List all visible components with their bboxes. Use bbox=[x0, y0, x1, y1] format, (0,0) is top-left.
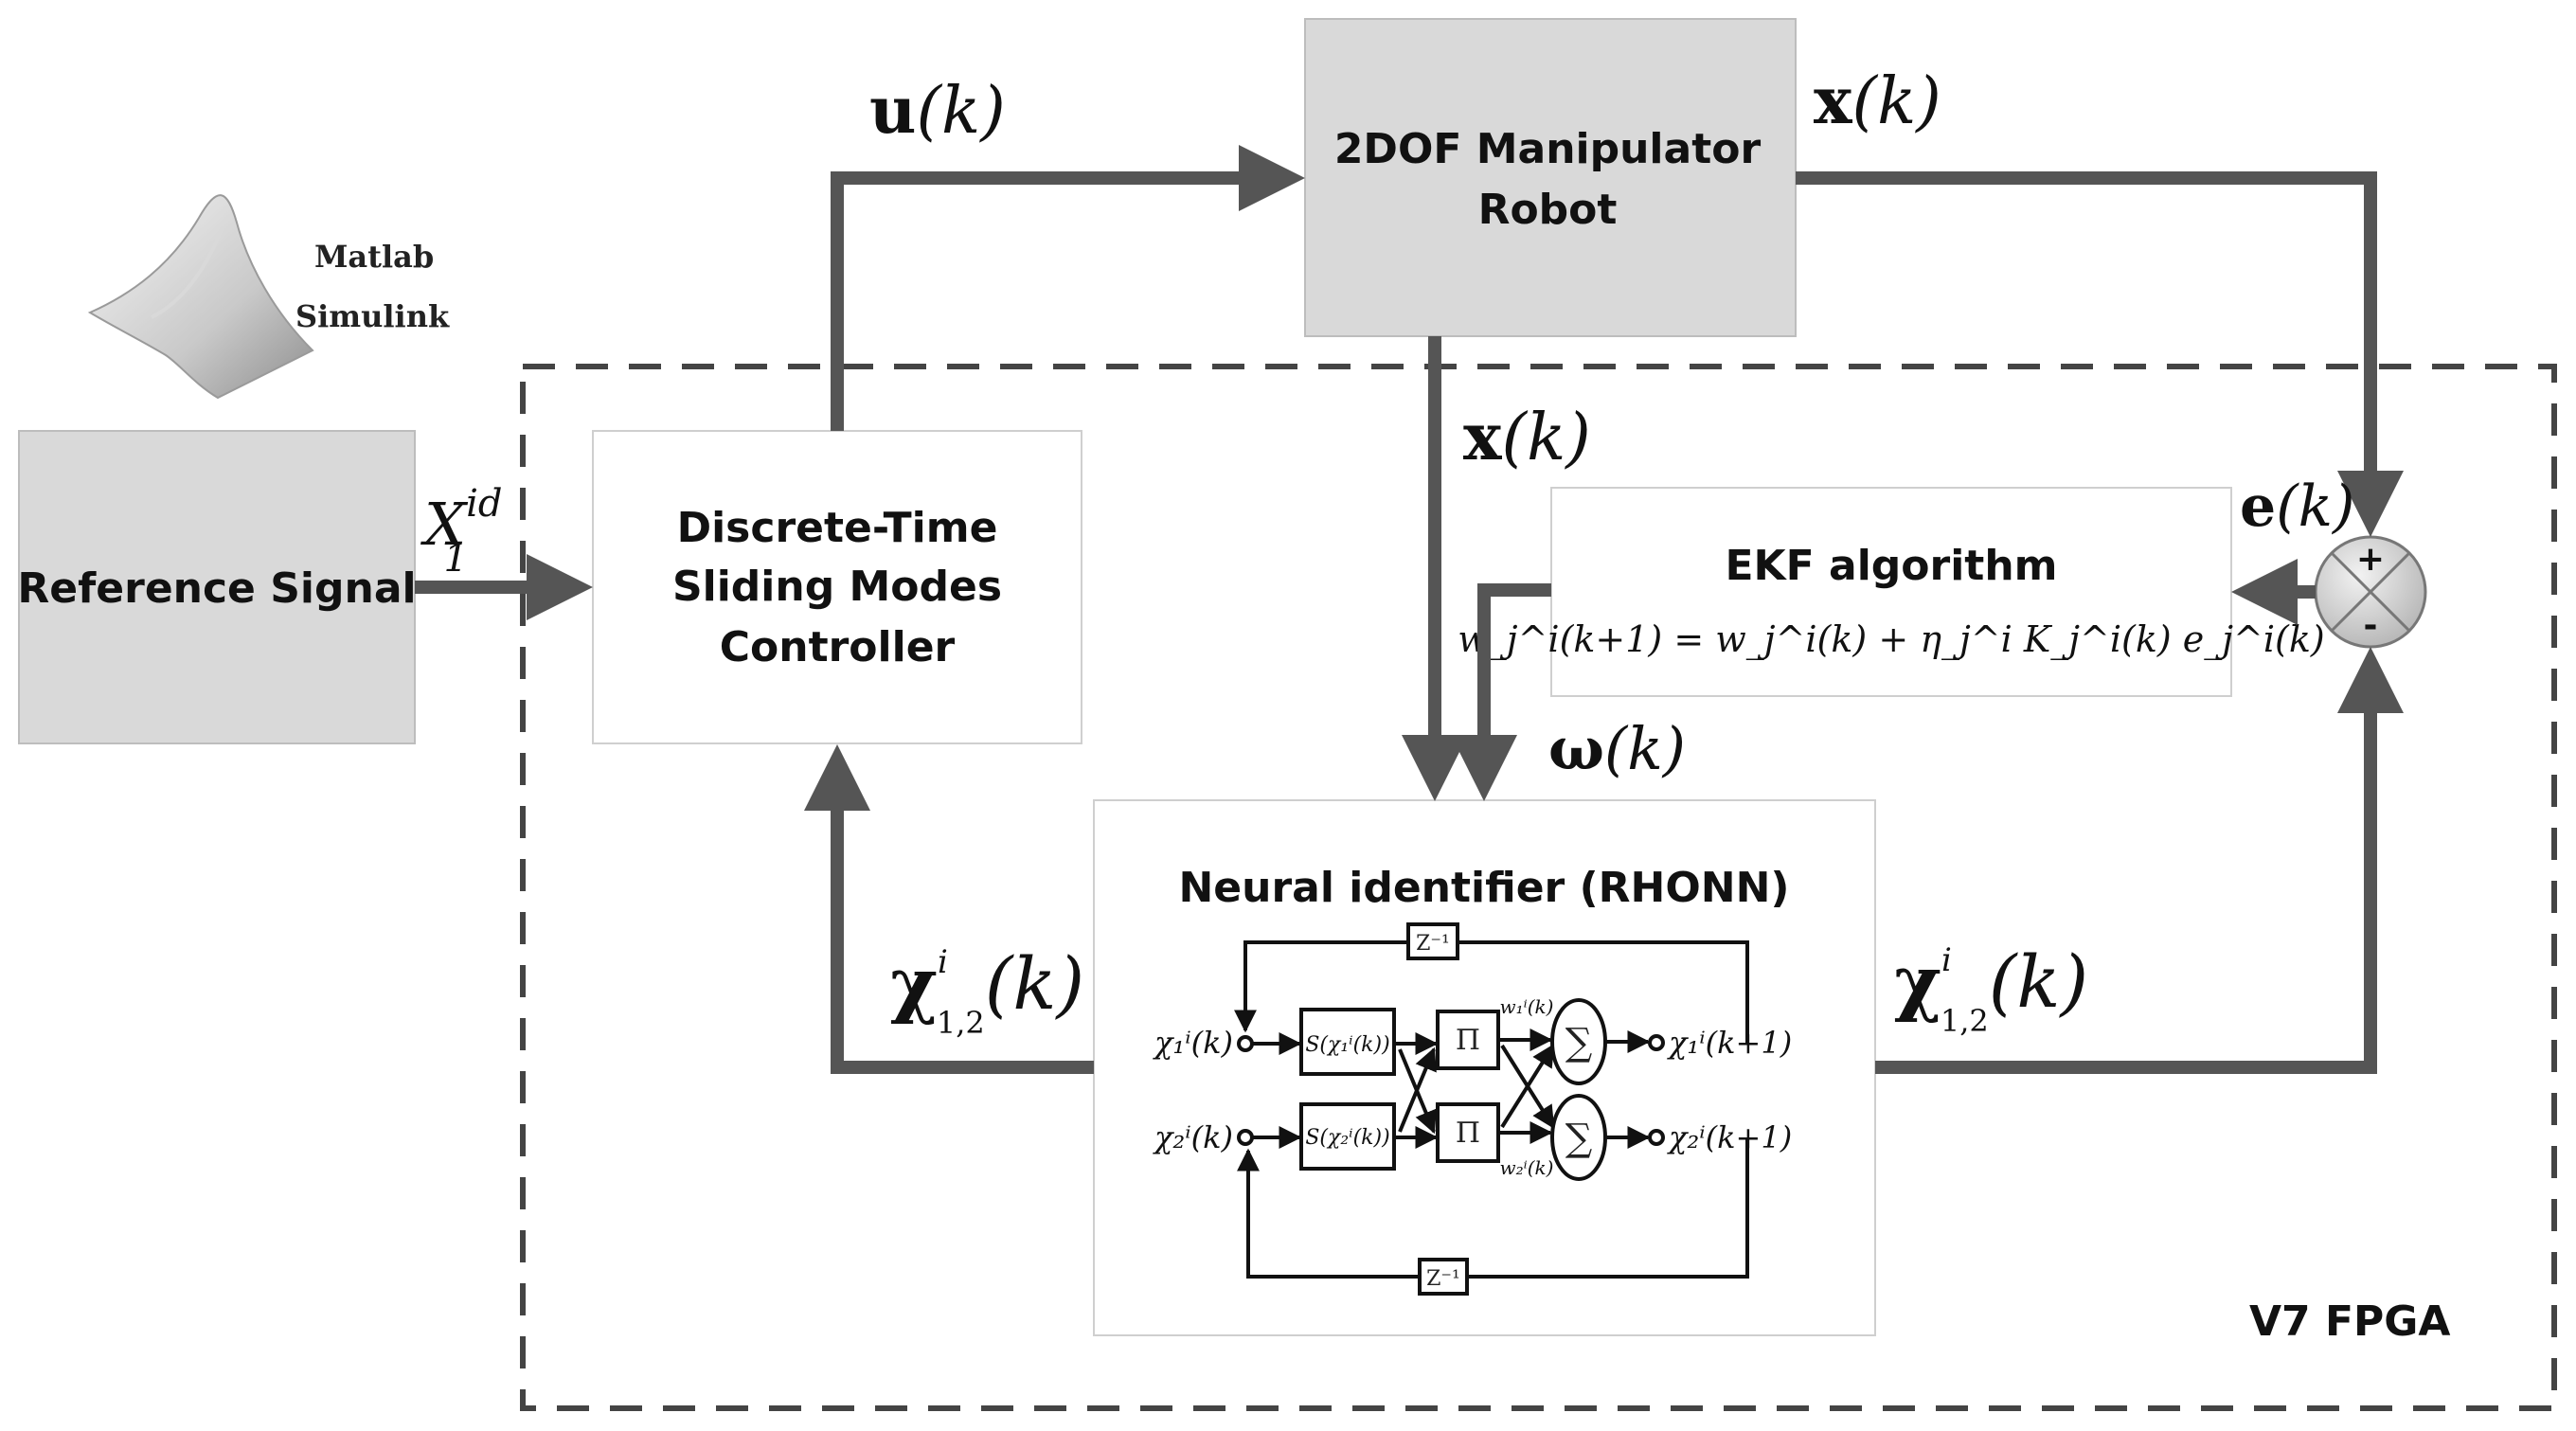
matlab-simulink-logo: Matlab Simulink bbox=[87, 194, 450, 400]
top-delay-label: Z⁻¹ bbox=[1416, 932, 1450, 956]
robot-label-2: Robot bbox=[1478, 186, 1618, 234]
output-node-2 bbox=[1648, 1129, 1665, 1146]
controller-label-1: Discrete-Time bbox=[677, 504, 998, 552]
x-mid-label: x(k) bbox=[1463, 400, 1591, 475]
weight-label-1: w₁ⁱ(k) bbox=[1500, 995, 1554, 1018]
ekf-block bbox=[1550, 487, 2232, 697]
product-box-2 bbox=[1436, 1102, 1500, 1163]
bottom-delay-label: Z⁻¹ bbox=[1426, 1267, 1460, 1291]
product-box-1 bbox=[1436, 1010, 1500, 1070]
chi-feedback-line bbox=[804, 744, 1094, 1074]
u-signal-line bbox=[831, 145, 1305, 431]
activation-label-2: S(χ₂ⁱ(k)) bbox=[1305, 1126, 1389, 1150]
robot-label-1: 2DOF Manipulator bbox=[1334, 125, 1762, 173]
controller-block bbox=[592, 430, 1082, 744]
rhonn-schematic bbox=[1234, 922, 1749, 1296]
ekf-equation: w_j^i(k+1) = w_j^i(k) + η_j^i K_j^i(k) e… bbox=[1458, 618, 2324, 661]
ekf-title: EKF algorithm bbox=[1725, 542, 2057, 590]
input-label-1: χ₁ⁱ(k) bbox=[1153, 1025, 1233, 1061]
u-label: u(k) bbox=[869, 73, 1006, 149]
product-label-2: Π bbox=[1456, 1117, 1480, 1150]
product-label-1: Π bbox=[1456, 1024, 1480, 1057]
input-label-2: χ₂ⁱ(k) bbox=[1153, 1119, 1233, 1155]
sigma-label-2: ∑ bbox=[1565, 1117, 1593, 1160]
x-to-sum-line bbox=[1796, 171, 2404, 537]
output-label-1: χ₁ⁱ(k+1) bbox=[1667, 1025, 1792, 1061]
omega-label: ω(k) bbox=[1548, 714, 1686, 783]
rhonn-text: Z⁻¹ Z⁻¹ χ₁ⁱ(k) χ₂ⁱ(k) S(χ₁ⁱ(k)) S(χ₂ⁱ(k)… bbox=[1153, 932, 1792, 1291]
omega-line bbox=[1451, 583, 1551, 801]
matlab-peak-icon bbox=[87, 194, 314, 400]
sum-minus-sign: - bbox=[2364, 606, 2378, 645]
robot-block bbox=[1304, 18, 1797, 337]
e-label: e(k) bbox=[2240, 474, 2354, 540]
reference-signal-label: Reference Signal bbox=[17, 564, 416, 613]
input-node-2 bbox=[1237, 1129, 1254, 1146]
sigma-label-1: ∑ bbox=[1565, 1021, 1593, 1064]
top-delay-loop bbox=[1458, 940, 1749, 1045]
logo-line-1: Matlab bbox=[314, 239, 434, 275]
reference-signal-block bbox=[18, 430, 416, 744]
summing-junction: + - bbox=[2314, 535, 2427, 649]
bottom-delay-box bbox=[1418, 1258, 1469, 1296]
controller-label-3: Controller bbox=[720, 623, 956, 671]
controller-label-2: Sliding Modes bbox=[672, 563, 1002, 611]
activation-label-1: S(χ₁ⁱ(k)) bbox=[1305, 1033, 1389, 1057]
x-top-label: x(k) bbox=[1814, 63, 1941, 139]
bottom-delay-loop bbox=[1468, 1137, 1749, 1279]
fpga-label: V7 FPGA bbox=[2249, 1297, 2450, 1346]
fpga-boundary bbox=[520, 364, 2557, 1411]
weight-label-2: w₂ⁱ(k) bbox=[1500, 1156, 1554, 1179]
neural-identifier-title: Neural identifier (RHONN) bbox=[1178, 864, 1789, 912]
top-delay-box bbox=[1406, 922, 1459, 960]
activation-box-2 bbox=[1299, 1102, 1396, 1171]
output-label-2: χ₂ⁱ(k+1) bbox=[1667, 1119, 1792, 1155]
input-node-1 bbox=[1237, 1035, 1254, 1052]
chi-to-sum-line bbox=[1875, 647, 2404, 1074]
logo-line-2: Simulink bbox=[295, 298, 450, 334]
output-node-1 bbox=[1648, 1034, 1665, 1051]
sum-plus-sign: + bbox=[2356, 540, 2385, 579]
